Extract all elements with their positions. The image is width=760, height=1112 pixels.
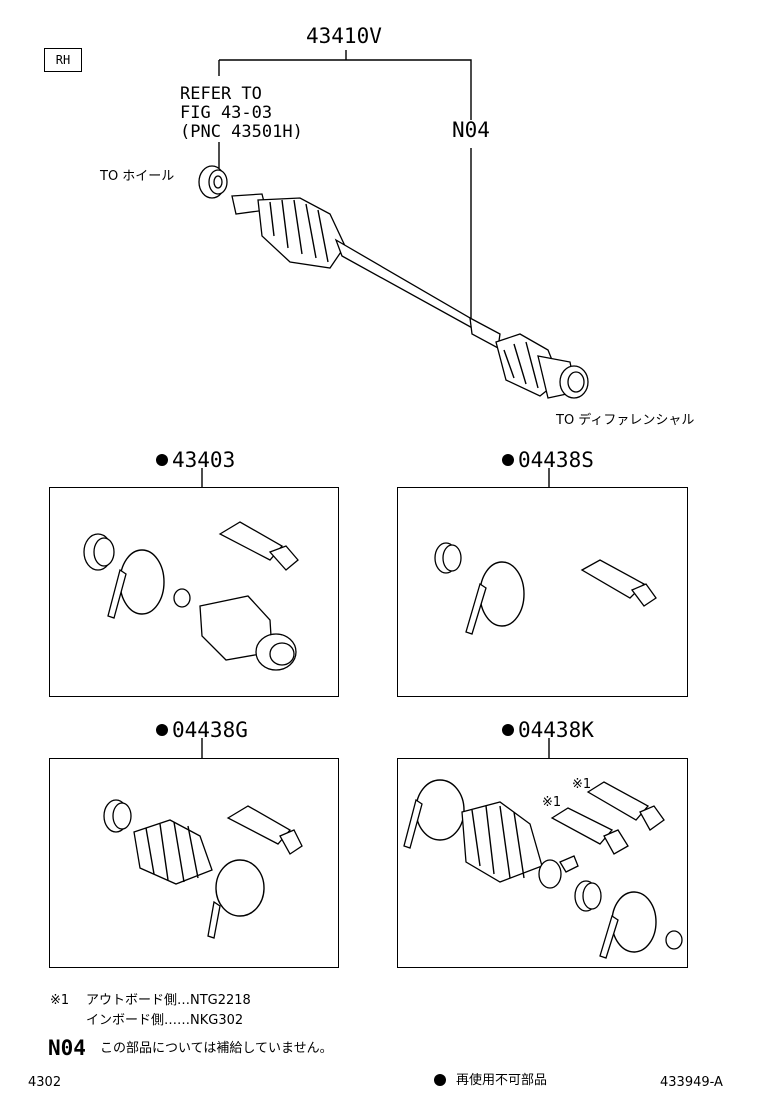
note-n04-code: N04 xyxy=(48,1036,86,1060)
note-inboard: インボード側……NKG302 xyxy=(86,1013,244,1028)
refer-line-3: (PNC 43501H) xyxy=(180,122,303,142)
panel-04438g-part-number: 04438G xyxy=(156,720,248,741)
star-mark-lower: ※1 xyxy=(542,795,562,810)
footer-legend-text: 再使用不可部品 xyxy=(456,1073,548,1088)
note-outboard: アウトボード側…NTG2218 xyxy=(86,993,251,1008)
kit-panel-43403 xyxy=(49,487,339,697)
kit-04438s-drawing xyxy=(434,542,657,635)
refer-line-1: REFER TO xyxy=(180,84,262,104)
legend-bullet xyxy=(434,1074,446,1086)
kit-panel-04438g xyxy=(49,758,339,968)
refer-line-2: FIG 43-03 xyxy=(180,103,273,123)
panel-04438k-part-number: 04438K xyxy=(502,720,594,741)
kit-04438g-drawing xyxy=(103,799,303,939)
to-differential-label: TO ディファレンシャル xyxy=(556,413,695,428)
assembly-part-number: 43410V xyxy=(306,24,382,48)
to-wheel-label: TO ホイール xyxy=(100,169,175,184)
kit-panel-04438s xyxy=(397,487,688,697)
star-mark-upper: ※1 xyxy=(572,777,592,792)
note-code-n04: N04 xyxy=(452,118,490,142)
kit-04438k-drawing xyxy=(403,779,683,959)
note-star-mark: ※1 xyxy=(50,993,70,1008)
footer-drawing-number: 433949-A xyxy=(660,1075,723,1090)
panel-43403-part-number: 43403 xyxy=(156,450,235,471)
drive-shaft-drawing xyxy=(231,193,589,399)
wheel-nut-drawing xyxy=(198,165,228,199)
kit-43403-drawing xyxy=(83,521,299,671)
note-n04-text: この部品については補給していません。 xyxy=(100,1041,333,1056)
kit-panel-04438k xyxy=(397,758,688,968)
footer-figure-code: 4302 xyxy=(28,1075,62,1090)
leader-43410v xyxy=(219,59,472,318)
side-label-rh: RH xyxy=(44,48,82,72)
panel-04438s-part-number: 04438S xyxy=(502,450,594,471)
